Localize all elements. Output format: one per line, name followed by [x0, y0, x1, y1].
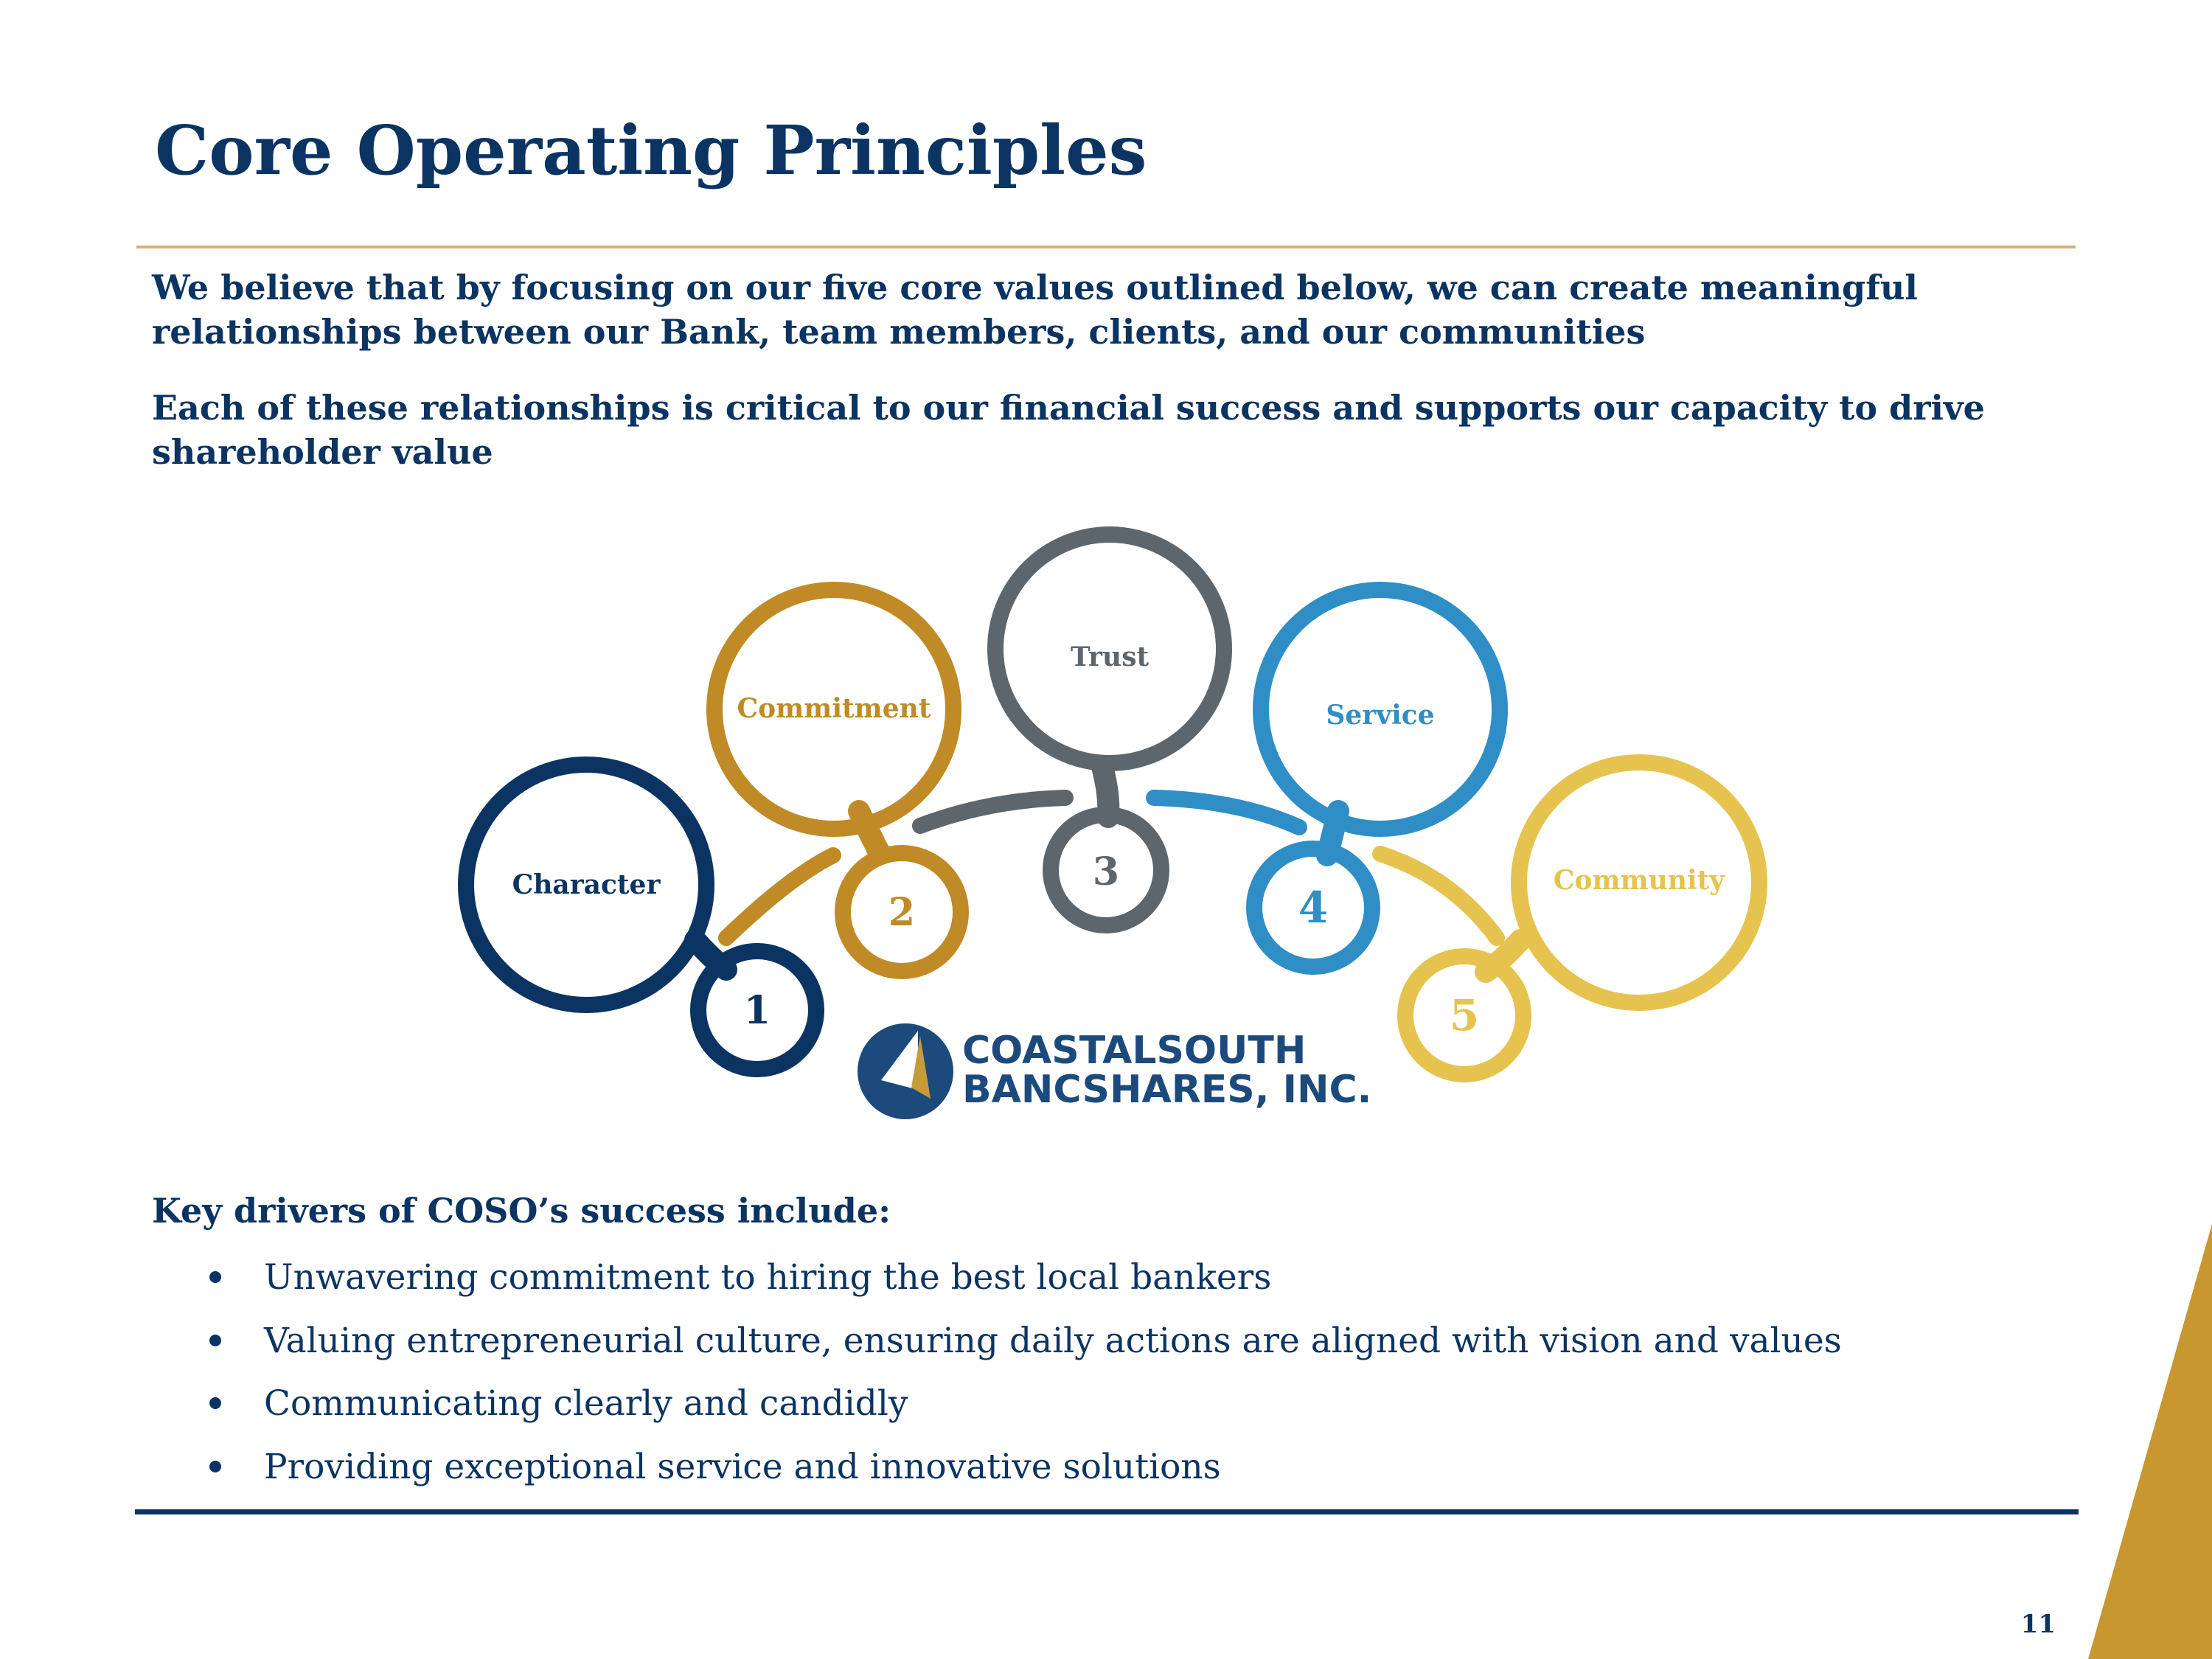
intro-paragraph-2: Each of these relationships is critical … — [152, 388, 1985, 472]
page-title: Core Operating Principles — [155, 111, 1147, 190]
value-label-community: Community — [1554, 865, 1726, 896]
connector-4-5 — [1372, 846, 1505, 946]
list-item: Communicating clearly and candidly — [199, 1372, 1842, 1436]
driver-text: Unwavering commitment to hiring the best… — [264, 1257, 1272, 1298]
list-item: Valuing entrepreneurial culture, ensurin… — [199, 1310, 1842, 1373]
list-item: Providing exceptional service and innova… — [199, 1436, 1842, 1499]
bullet-icon — [209, 1460, 221, 1472]
value-node-2: Commitment 2 — [706, 582, 969, 979]
bullet-icon — [209, 1397, 221, 1409]
footer-divider — [135, 1509, 2079, 1514]
value-label-character: Character — [512, 869, 661, 900]
page-number: 11 — [2020, 1610, 2056, 1639]
drivers-heading: Key drivers of COSO’s success include: — [152, 1191, 891, 1231]
value-node-3: Trust 3 — [987, 526, 1232, 933]
value-label-commitment: Commitment — [737, 693, 931, 724]
driver-text: Communicating clearly and candidly — [264, 1383, 908, 1424]
value-number-circle-4 — [1246, 841, 1380, 975]
value-number-3: 3 — [1093, 849, 1119, 894]
connector-3-4 — [1146, 790, 1307, 835]
value-circle-commitment — [706, 582, 961, 837]
connector-2-3 — [912, 790, 1074, 834]
bullet-icon — [209, 1271, 221, 1283]
value-number-2: 2 — [888, 890, 915, 935]
value-number-circle-5 — [1397, 948, 1531, 1082]
intro-paragraph-1: We believe that by focusing on our five … — [152, 268, 1918, 352]
value-circle-community — [1511, 754, 1767, 1011]
value-node-5: Community 5 — [1397, 754, 1767, 1082]
driver-text: Valuing entrepreneurial culture, ensurin… — [264, 1320, 1842, 1361]
value-node-4: Service 4 — [1246, 582, 1508, 975]
list-item: Unwavering commitment to hiring the best… — [199, 1246, 1842, 1310]
value-circle-trust — [987, 526, 1232, 771]
value-number-circle-2 — [835, 845, 969, 979]
logo-sail-icon — [881, 1031, 918, 1090]
title-divider — [136, 246, 2076, 248]
driver-text: Providing exceptional service and innova… — [264, 1446, 1221, 1487]
value-number-circle-1 — [690, 943, 824, 1077]
value-number-4: 4 — [1298, 883, 1328, 933]
drivers-list: Unwavering commitment to hiring the best… — [199, 1246, 1842, 1498]
connector-1-2 — [718, 847, 841, 946]
logo-line-2: BANCSHARES, INC. — [962, 1068, 1371, 1112]
value-node-1: Character 1 — [458, 757, 824, 1077]
value-label-trust: Trust — [1071, 641, 1150, 672]
value-number-5: 5 — [1450, 990, 1479, 1040]
value-number-circle-3 — [1043, 807, 1169, 933]
value-circle-service — [1253, 582, 1508, 837]
value-label-service: Service — [1326, 700, 1434, 731]
company-logo: COASTALSOUTH BANCSHARES, INC. — [858, 1023, 1371, 1119]
value-number-1: 1 — [744, 988, 771, 1033]
logo-line-1: COASTALSOUTH — [962, 1029, 1306, 1073]
value-circle-character — [458, 757, 714, 1013]
bullet-icon — [209, 1334, 221, 1346]
